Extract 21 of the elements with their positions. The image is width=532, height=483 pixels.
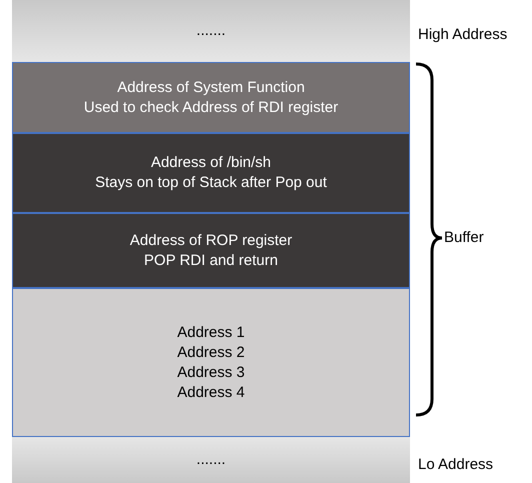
slot-text: Address 2 (177, 342, 245, 362)
slot-text: Address 1 (177, 322, 245, 342)
stack-slot (12, 288, 410, 437)
address-label: High Address (418, 26, 508, 43)
slot-text: Address 4 (177, 382, 245, 402)
stack-slot (12, 437, 410, 483)
slot-text: ....... (196, 21, 226, 41)
buffer-label: Buffer (444, 229, 484, 246)
slot-text: Stays on top of Stack after Pop out (95, 173, 327, 193)
slot-text: Address 3 (177, 362, 245, 382)
stack-slot (12, 133, 410, 213)
slot-text: POP RDI and return (144, 250, 278, 270)
slot-text: ....... (196, 450, 226, 470)
slot-text: Address of /bin/sh (150, 153, 272, 173)
slot-text: Address of ROP register (130, 230, 292, 250)
stack-slot (12, 213, 410, 288)
stack-slot (12, 0, 410, 62)
stack-slot (12, 62, 410, 133)
address-label: Lo Address (418, 456, 494, 473)
slot-text: Address of System Function (117, 78, 305, 98)
slot-text: Used to check Address of RDI register (84, 98, 338, 118)
